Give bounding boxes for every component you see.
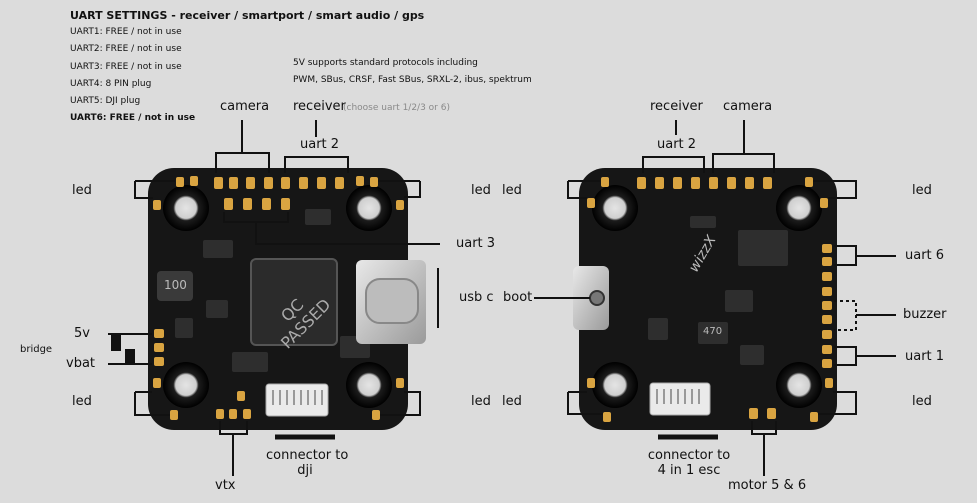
uart5-setting: UART5: DJI plug	[70, 96, 141, 107]
front-led-pads	[153, 176, 404, 420]
back-mount-hole-br	[776, 362, 822, 408]
back-right-pads	[822, 244, 832, 368]
back-part-label: 470	[703, 326, 723, 337]
leader-lines	[108, 120, 896, 476]
front-led-tr-label: led	[471, 183, 491, 198]
protocol-note-line2: PWM, SBus, CRSF, Fast SBus, SRXL-2, ibus…	[293, 75, 532, 85]
front-led-bl-label: led	[72, 394, 92, 409]
protocol-note: 5V supports standard protocols including…	[293, 55, 532, 89]
back-esc-connector	[649, 382, 711, 416]
uart3-setting: UART3: FREE / not in use	[70, 61, 182, 72]
back-led-pads	[587, 177, 833, 422]
uart2-setting: UART2: FREE / not in use	[70, 44, 182, 55]
back-led-br-label: led	[912, 394, 932, 409]
back-board	[573, 168, 837, 430]
front-camera-label: camera	[220, 99, 270, 114]
protocol-note-line1: 5V supports standard protocols including	[293, 58, 478, 68]
back-connector-label: connector to 4 in 1 esc	[646, 448, 732, 478]
front-5v-label: 5v	[74, 326, 90, 341]
front-mount-hole-bl	[163, 362, 209, 408]
back-esc-connector-pins	[656, 389, 700, 404]
uart1-setting: UART1: FREE / not in use	[70, 27, 182, 37]
back-uart6-label: uart 6	[905, 248, 945, 263]
back-motor-label: motor 5 & 6	[728, 478, 807, 493]
back-boot-button	[589, 290, 605, 306]
front-mount-hole-tl	[163, 185, 209, 231]
back-connector-line2: 4 in 1 esc	[657, 463, 721, 478]
front-dji-connector	[265, 383, 329, 417]
back-mount-hole-tl	[592, 185, 638, 231]
front-inductor-label: 100	[164, 278, 187, 292]
front-dji-connector-pins	[272, 390, 323, 405]
front-receiver-hint: (choose uart 1/2/3 or 6)	[343, 103, 450, 113]
front-vtx-label: vtx	[215, 478, 236, 493]
back-boot-label: boot	[503, 290, 533, 305]
front-mount-hole-tr	[346, 185, 392, 231]
front-usbc-label: usb c	[459, 290, 494, 305]
front-connector-line2: dji	[297, 463, 313, 478]
front-bridge-label: bridge	[20, 344, 53, 355]
back-uart2-label: uart 2	[657, 137, 697, 152]
uart6-setting: UART6: FREE / not in use	[70, 113, 196, 124]
front-vbat-label: vbat	[66, 356, 96, 371]
back-motor-pads	[749, 408, 776, 419]
front-connector-label: connector to dji	[266, 448, 349, 478]
back-mount-hole-tr	[776, 185, 822, 231]
front-bridge-pads	[154, 329, 164, 366]
uart4-setting: UART4: 8 PIN plug	[70, 78, 152, 89]
back-components	[648, 216, 788, 365]
back-mount-hole-bl	[592, 362, 638, 408]
back-camera-label: camera	[723, 99, 773, 114]
front-inductor	[157, 271, 193, 301]
back-led-tl-label: led	[502, 183, 522, 198]
back-receiver-label: receiver	[650, 99, 703, 114]
front-top-pads	[214, 177, 344, 210]
front-uart3-label: uart 3	[456, 236, 496, 251]
uart-settings-list: UART1: FREE / not in use UART2: FREE / n…	[70, 24, 195, 128]
front-connector-line1: connector to	[266, 448, 349, 463]
back-led-tr-label: led	[912, 183, 932, 198]
front-mount-hole-br	[346, 362, 392, 408]
front-mcu-chip	[250, 258, 338, 346]
front-led-tl-label: led	[72, 183, 92, 198]
front-led-br-label: led	[471, 394, 491, 409]
back-buzzer-label: buzzer	[903, 307, 947, 322]
uart-settings-title: UART SETTINGS - receiver / smartport / s…	[70, 9, 425, 22]
back-led-bl-label: led	[502, 394, 522, 409]
front-bottom-pads	[216, 391, 251, 419]
front-receiver-label: receiver	[293, 99, 346, 114]
back-uart1-label: uart 1	[905, 349, 945, 364]
back-top-pads	[637, 177, 772, 189]
front-components	[175, 209, 370, 372]
front-uart2-label: uart 2	[300, 137, 340, 152]
back-connector-line1: connector to	[647, 448, 731, 463]
front-board	[148, 168, 426, 430]
